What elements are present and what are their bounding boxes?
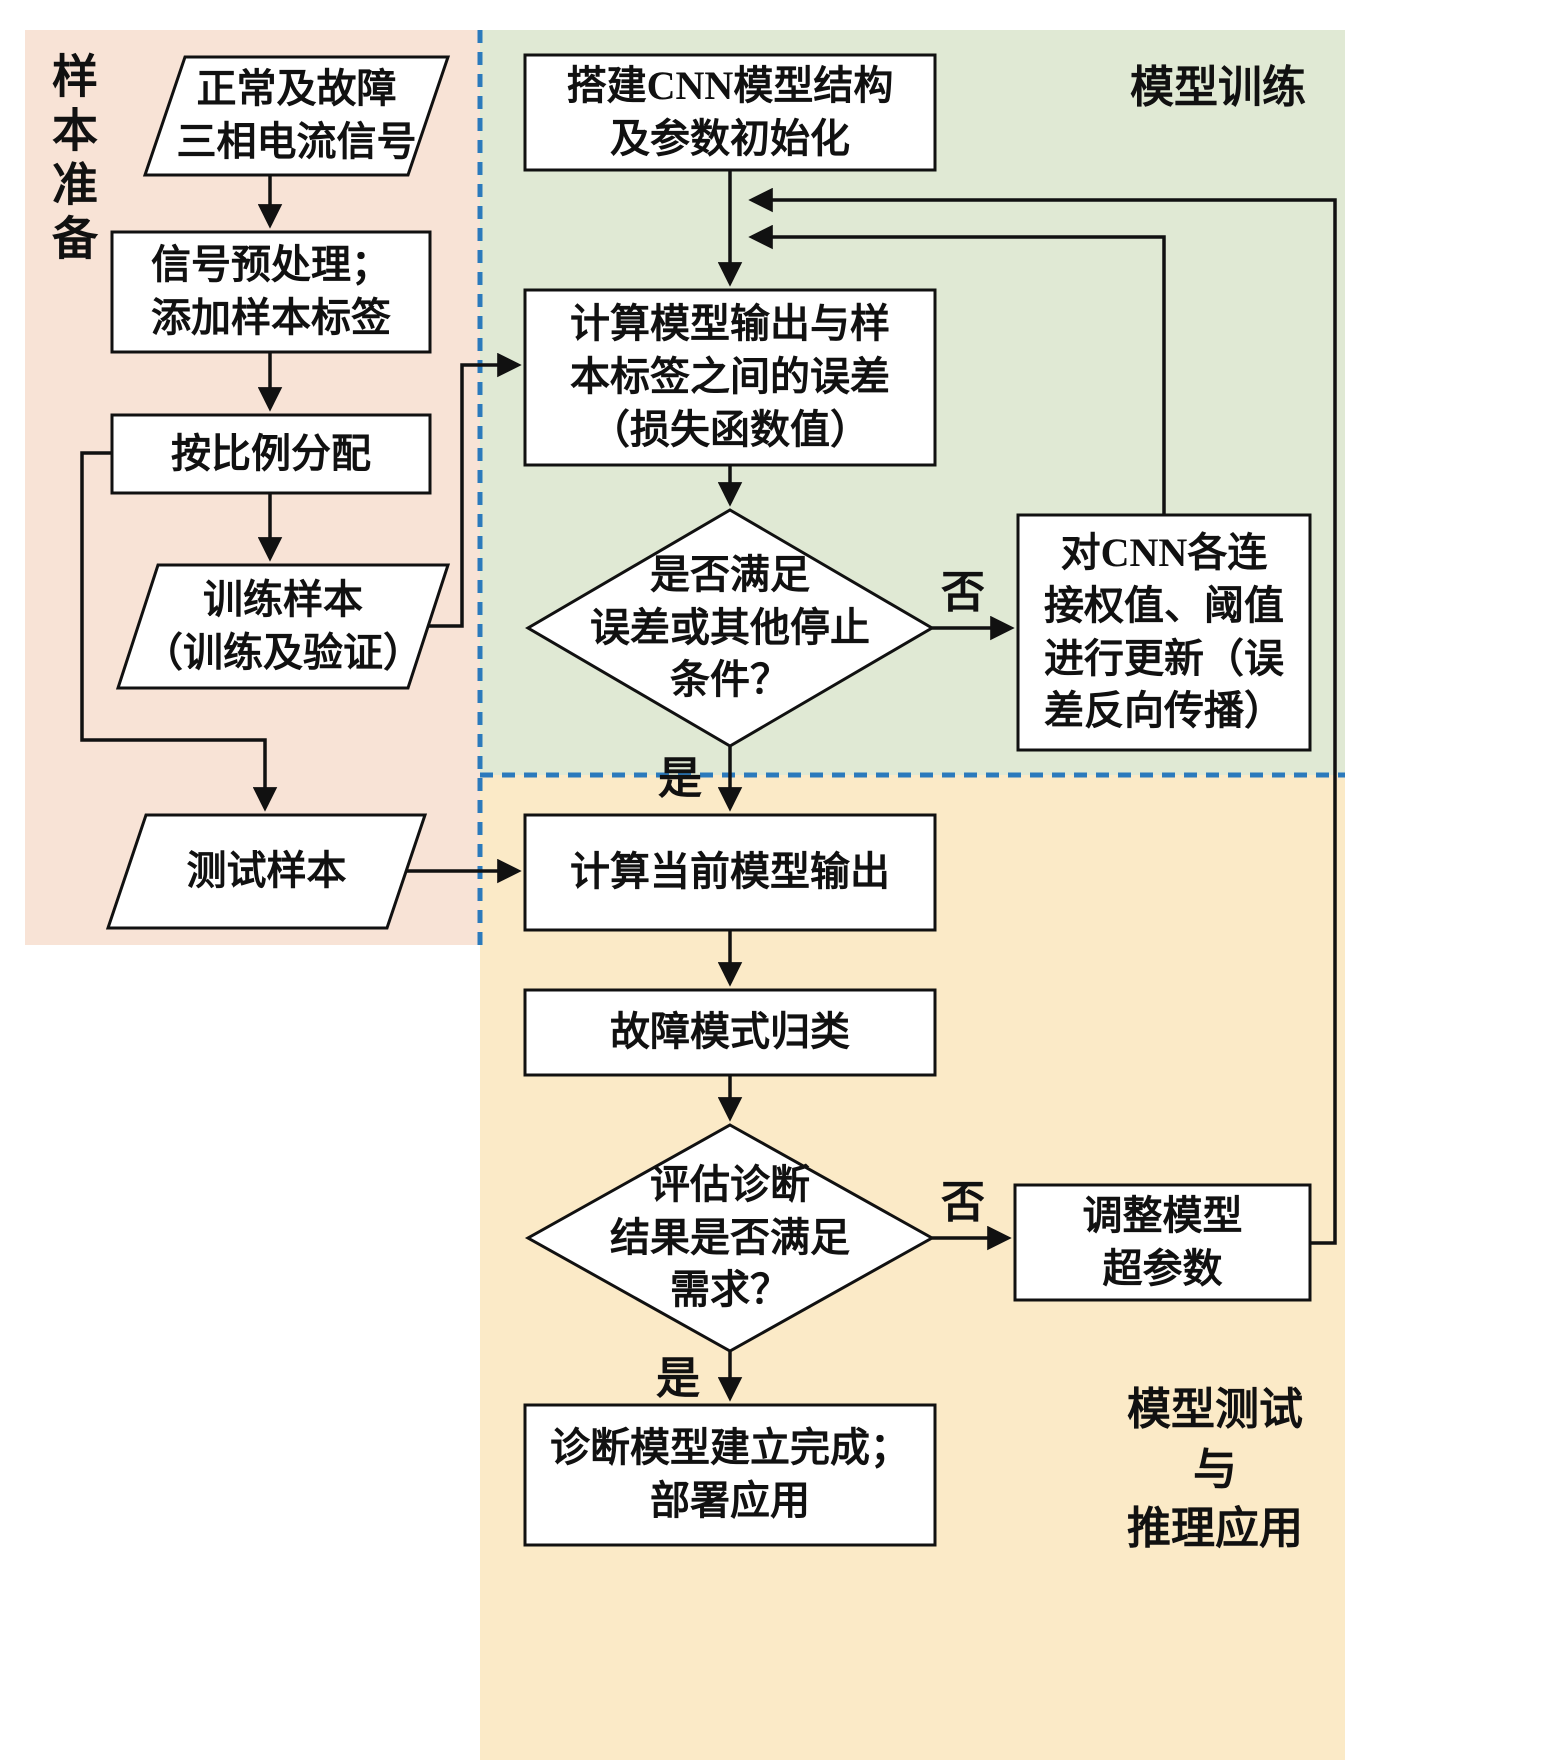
fault-classify-shape	[523, 988, 937, 1077]
split-ratio-shape	[110, 413, 432, 495]
node-model-complete: 诊断模型建立完成； 部署应用	[550, 1425, 910, 1523]
update-weights-shape	[1016, 513, 1312, 752]
node-build-cnn: 搭建CNN模型结构 及参数初始化	[566, 62, 894, 161]
decision-label-eval-no: 否	[941, 1178, 985, 1227]
node-compute-loss: 计算模型输出与样 本标签之间的误差 （损失函数值）	[570, 301, 890, 452]
node-test-samples: 测试样本	[186, 848, 347, 894]
preprocess-shape	[110, 230, 432, 354]
decision-label-eval-yes: 是	[656, 1354, 700, 1403]
region-label-model-testing: 模型测试 与 推理应用	[1127, 1385, 1303, 1554]
node-compute-output: 计算当前模型输出	[570, 849, 890, 895]
training-samples-shape	[115, 563, 451, 690]
arrow-training-to-loss	[428, 352, 522, 628]
node-preprocess: 信号预处理； 添加样本标签	[151, 242, 391, 340]
node-stop-condition: 是否满足 误差或其他停止 条件？	[590, 551, 870, 703]
test-samples-shape	[105, 813, 428, 930]
feedback-update-to-loss	[748, 224, 1166, 515]
model-complete-shape	[523, 1403, 937, 1547]
node-input-signals: 正常及故障 三相电流信号	[176, 66, 417, 164]
node-fault-classify: 故障模式归类	[610, 1009, 850, 1055]
arrow-split-to-test	[80, 451, 278, 812]
input-signals-shape	[142, 55, 451, 177]
feedback-adjust-to-loss	[748, 187, 1337, 1245]
node-evaluate: 评估诊断 结果是否满足 需求？	[610, 1161, 850, 1313]
region-label-model-training: 模型训练	[1130, 63, 1306, 113]
adjust-hyperparams-shape	[1013, 1183, 1312, 1302]
compute-loss-shape	[523, 288, 937, 467]
node-adjust-hyperparams: 调整模型 超参数	[1082, 1192, 1243, 1291]
decision-label-stop-yes: 是	[658, 754, 702, 803]
decision-label-stop-no: 否	[941, 568, 985, 617]
node-training-samples: 训练样本 （训练及验证）	[143, 576, 423, 675]
node-update-weights: 对CNN各连 接权值、阈值 进行更新（误 差反向传播）	[1044, 529, 1284, 734]
region-label-sample-preparation: 样本准备	[46, 52, 97, 268]
node-split-ratio: 按比例分配	[171, 430, 371, 476]
